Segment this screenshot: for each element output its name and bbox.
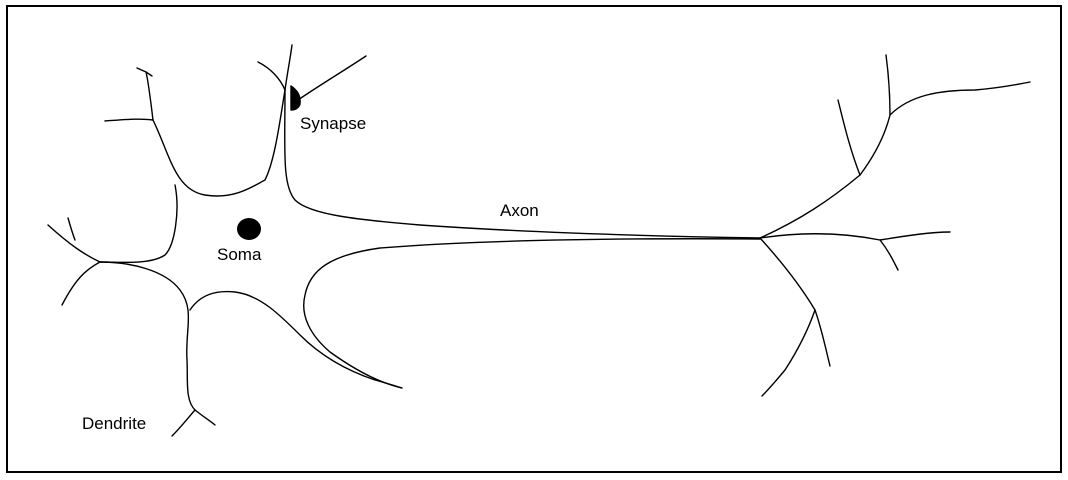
soma-outline-bottom <box>190 292 402 388</box>
axon-terminal-branch <box>760 238 830 366</box>
axon-terminal-branch <box>838 100 860 175</box>
axon-terminal-branch <box>762 310 815 396</box>
dendrite-branch <box>62 262 100 305</box>
synapse-bump <box>291 86 300 110</box>
axon-terminal-branch <box>886 55 890 115</box>
nucleus <box>237 218 261 240</box>
soma-outline <box>153 90 285 196</box>
axon-terminal-branch <box>760 82 1030 238</box>
axon-label: Axon <box>500 202 539 219</box>
soma-label: Soma <box>217 246 261 263</box>
soma-outline-bottom-left <box>100 262 195 410</box>
dendrite-branch <box>258 62 285 90</box>
dendrite-branch <box>105 119 153 121</box>
dendrite-branch <box>172 410 215 436</box>
dendrite-branch <box>285 45 292 90</box>
dendrite-branch <box>48 218 100 262</box>
axon-terminal-branch <box>880 240 898 270</box>
soma-outline-left <box>100 185 177 262</box>
dendrite-branch <box>298 56 366 100</box>
dendrite-label: Dendrite <box>82 415 146 432</box>
dendrite-branch <box>137 68 153 120</box>
axon-terminal-branch <box>760 232 950 240</box>
synapse-label: Synapse <box>300 115 366 132</box>
axon-lower-edge <box>304 239 760 388</box>
